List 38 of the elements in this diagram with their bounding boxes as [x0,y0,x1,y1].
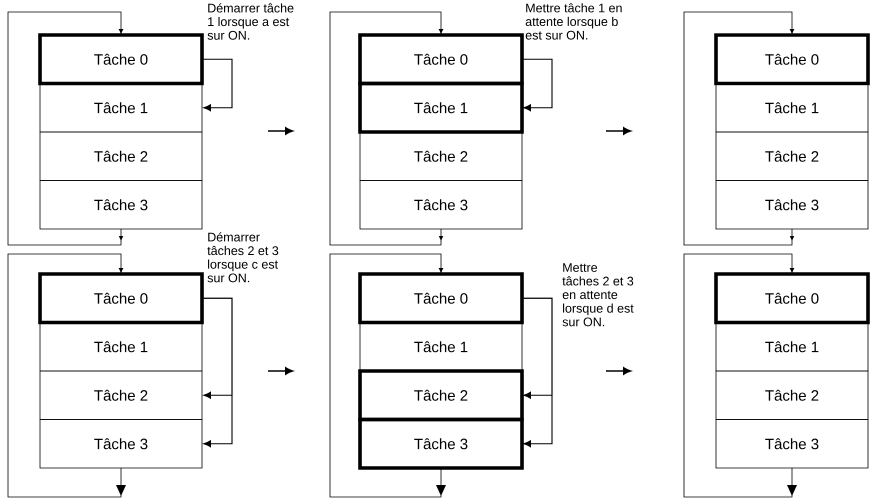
task-box: Tâche 2 [716,132,868,181]
task-box: Tâche 3 [358,418,524,470]
task-box: Tâche 0 [714,33,870,86]
loop-arrow [8,254,124,498]
control-arrow [202,58,233,112]
task-box: Tâche 1 [716,83,868,132]
loop-arrow [684,12,794,246]
task-box: Tâche 0 [38,33,204,86]
loop-arrow [330,12,444,246]
task-box: Tâche 1 [360,322,522,372]
task-box: Tâche 2 [360,132,522,181]
task-box: Tâche 3 [716,180,868,230]
task-box: Tâche 1 [40,83,202,132]
task-box: Tâche 0 [38,272,204,324]
control-arrow [522,58,553,112]
loop-arrow [684,254,794,498]
task-box: Tâche 2 [40,132,202,181]
task-box: Tâche 2 [716,370,868,420]
control-arrow [522,298,553,448]
task-box: Tâche 3 [40,180,202,230]
task-box: Tâche 2 [358,369,524,422]
annotation-text: Démarrer tâches 2 et 3 lorsque c est sur ON. [207,232,278,282]
task-box: Tâche 1 [716,322,868,372]
task-box: Tâche 1 [358,82,524,134]
task-box: Tâche 3 [716,419,868,468]
annotation-text: Mettre tâche 1 en attente lorsque b est sur ON. [526,3,622,40]
task-box: Tâche 0 [714,272,870,324]
task-box: Tâche 1 [40,322,202,372]
task-box: Tâche 3 [40,419,202,468]
task-box: Tâche 0 [358,33,524,86]
loop-arrow [8,12,124,246]
task-box: Tâche 0 [358,272,524,324]
task-box: Tâche 3 [360,180,522,230]
control-arrow [202,298,233,448]
annotation-text: Mettre tâches 2 et 3 en attente lorsque d est sur ON. [562,263,634,326]
task-box: Tâche 2 [40,370,202,420]
annotation-text: Démarrer tâche 1 lorsque a est sur ON. [208,3,294,40]
loop-arrow [330,254,444,498]
